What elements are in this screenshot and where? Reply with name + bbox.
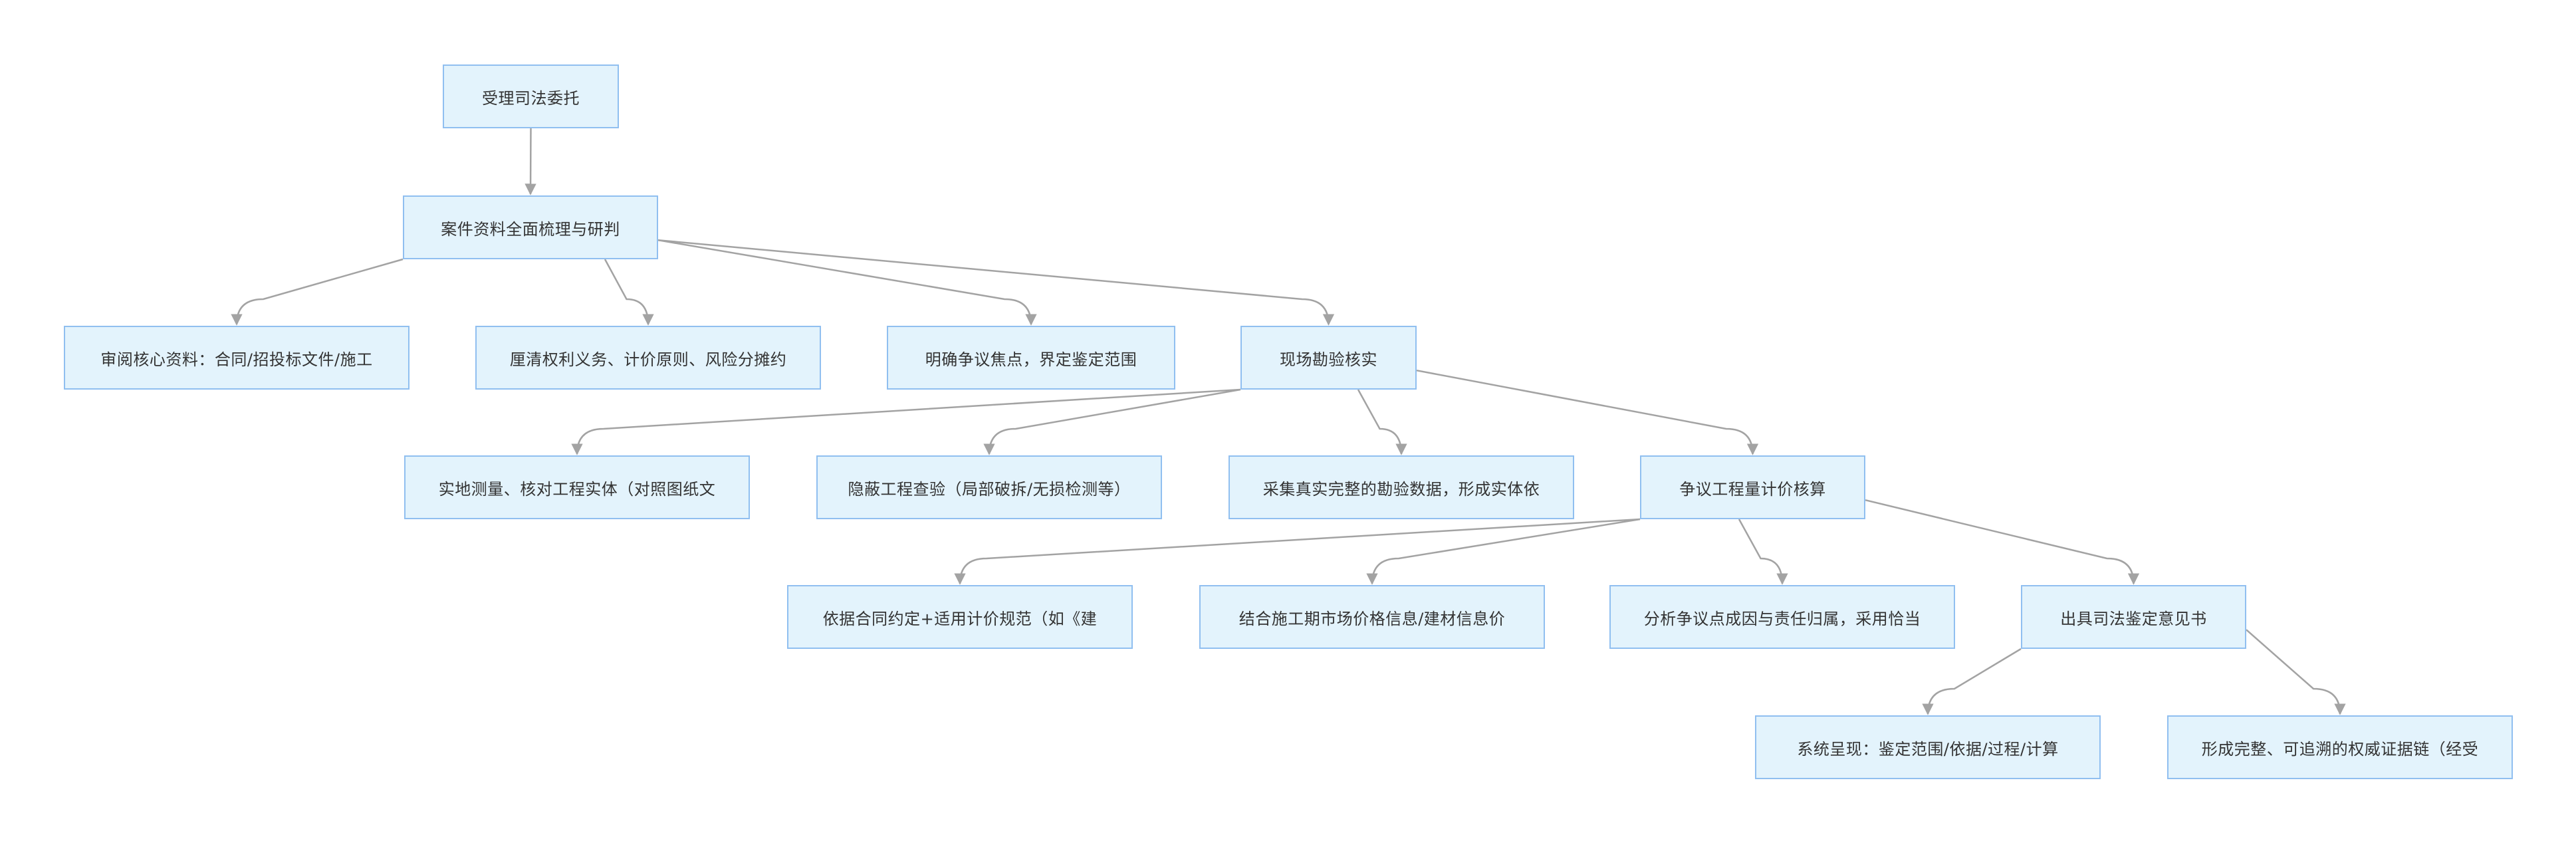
node-label: 现场勘验核实 [1280, 350, 1377, 369]
node-market-prices: 结合施工期市场价格信息/建材信息价 [1199, 585, 1545, 649]
node-site-inspection: 现场勘验核实 [1240, 326, 1417, 390]
node-issue-opinion: 出具司法鉴定意见书 [2021, 585, 2246, 649]
node-label: 系统呈现：鉴定范围/依据/过程/计算 [1797, 739, 2059, 759]
edge-n14-to-n15 [1922, 648, 2022, 715]
node-case-review: 案件资料全面梳理与研判 [403, 195, 658, 259]
node-label: 出具司法鉴定意见书 [2060, 609, 2207, 628]
node-evidence-chain: 形成完整、可追溯的权威证据链（经受 [2167, 715, 2513, 779]
edge-n6-to-n10 [1416, 369, 1759, 455]
edge-n6-to-n8 [983, 388, 1241, 455]
node-label: 分析争议点成因与责任归属，采用恰当 [1643, 609, 1921, 628]
edge-n1-to-n2 [525, 128, 536, 195]
node-label: 采集真实完整的勘验数据，形成实体依 [1262, 479, 1540, 499]
node-label: 厘清权利义务、计价原则、风险分摊约 [509, 350, 787, 369]
edge-n10-to-n12 [1366, 518, 1641, 585]
node-label: 争议工程量计价核算 [1679, 479, 1826, 499]
node-accept-commission: 受理司法委托 [443, 64, 619, 128]
node-systematic-presentation: 系统呈现：鉴定范围/依据/过程/计算 [1755, 715, 2101, 779]
node-responsibility-analysis: 分析争议点成因与责任归属，采用恰当 [1609, 585, 1955, 649]
node-label: 实地测量、核对工程实体（对照图纸文 [438, 479, 716, 499]
edge-n6-to-n9 [1357, 389, 1407, 455]
node-label: 明确争议焦点，界定鉴定范围 [925, 350, 1137, 369]
edge-n2-to-n4 [604, 259, 654, 326]
node-contract-norms: 依据合同约定+适用计价规范（如《建 [787, 585, 1133, 649]
node-concealed-works: 隐蔽工程查验（局部破拆/无损检测等） [816, 455, 1162, 519]
edge-n10-to-n13 [1738, 519, 1788, 585]
edge-n2-to-n3 [231, 258, 404, 326]
node-quantity-pricing: 争议工程量计价核算 [1640, 455, 1865, 519]
node-label: 依据合同约定+适用计价规范（如《建 [822, 609, 1098, 628]
node-dispute-focus: 明确争议焦点，界定鉴定范围 [887, 326, 1175, 390]
edge-n10-to-n11 [954, 518, 1641, 585]
edge-n10-to-n14 [1865, 499, 2140, 585]
node-survey-data: 采集真实完整的勘验数据，形成实体依 [1229, 455, 1574, 519]
edge-n6-to-n7 [571, 388, 1241, 455]
node-rights-obligations: 厘清权利义务、计价原则、风险分摊约 [475, 326, 821, 390]
node-label: 审阅核心资料：合同/招投标文件/施工 [100, 350, 373, 369]
node-label: 隐蔽工程查验（局部破拆/无损检测等） [848, 479, 1131, 499]
edge-n2-to-n5 [657, 239, 1037, 326]
edge-n2-to-n6 [657, 239, 1335, 326]
node-label: 结合施工期市场价格信息/建材信息价 [1238, 609, 1506, 628]
node-core-materials: 审阅核心资料：合同/招投标文件/施工 [64, 326, 410, 390]
node-label: 形成完整、可追溯的权威证据链（经受 [2201, 739, 2479, 759]
node-label: 案件资料全面梳理与研判 [441, 219, 620, 239]
node-label: 受理司法委托 [482, 88, 580, 108]
node-field-measurement: 实地测量、核对工程实体（对照图纸文 [404, 455, 750, 519]
edge-n14-to-n16 [2246, 629, 2346, 715]
